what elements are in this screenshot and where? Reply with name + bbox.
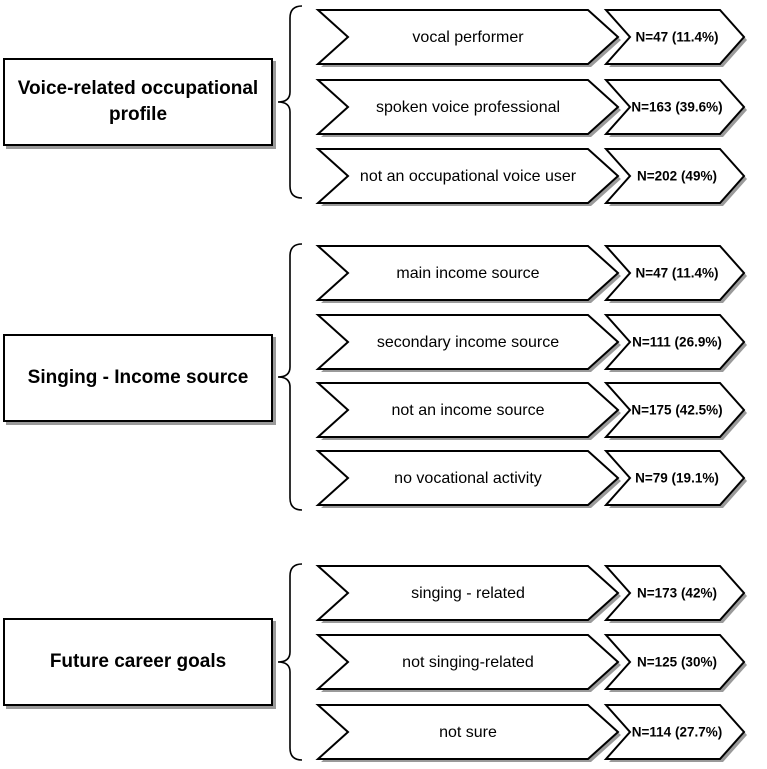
item-arrow: [315, 9, 621, 67]
item-arrow: [315, 450, 621, 508]
item-arrow: [315, 245, 621, 303]
group-brace-1: [277, 243, 303, 511]
count-arrow: [603, 565, 747, 623]
count-arrow: [603, 634, 747, 692]
item-label: not an income source: [392, 402, 545, 419]
category-box-occupational-profile: Voice-related occupational profile: [3, 58, 273, 146]
count-label: N=125 (30%): [637, 655, 717, 670]
group-brace-0: [277, 5, 303, 199]
item-label: main income source: [396, 265, 539, 282]
count-label: N=175 (42.5%): [631, 403, 722, 418]
count-label: N=47 (11.4%): [636, 30, 719, 45]
item-label: spoken voice professional: [376, 99, 560, 116]
item-label: not singing-related: [402, 654, 534, 671]
count-label: N=163 (39.6%): [631, 100, 722, 115]
item-arrow: [315, 634, 621, 692]
count-label: N=111 (26.9%): [632, 335, 722, 350]
count-arrow: [603, 9, 747, 67]
item-label: vocal performer: [412, 29, 524, 46]
count-arrow: [603, 382, 747, 440]
count-arrow: [603, 148, 747, 206]
count-arrow: [603, 450, 747, 508]
item-arrow: [315, 314, 621, 372]
count-arrow: [603, 245, 747, 303]
group-brace-2: [277, 563, 303, 761]
item-label: secondary income source: [377, 334, 559, 351]
count-arrow: [603, 704, 747, 762]
count-arrow: [603, 79, 747, 137]
count-label: N=114 (27.7%): [632, 725, 722, 740]
count-label: N=47 (11.4%): [636, 266, 719, 281]
category-box-income-source: Singing - Income source: [3, 334, 273, 422]
item-label: singing - related: [411, 585, 525, 602]
item-arrow: [315, 148, 621, 206]
item-label: not sure: [439, 724, 497, 741]
category-box-career-goals: Future career goals: [3, 618, 273, 706]
item-arrow: [315, 382, 621, 440]
item-arrow: [315, 565, 621, 623]
item-arrow: [315, 79, 621, 137]
item-arrow: [315, 704, 621, 762]
count-arrow: [603, 314, 747, 372]
count-label: N=79 (19.1%): [635, 471, 719, 486]
count-label: N=202 (49%): [637, 169, 717, 184]
count-label: N=173 (42%): [637, 586, 717, 601]
item-label: no vocational activity: [394, 470, 542, 487]
item-label: not an occupational voice user: [360, 168, 577, 185]
